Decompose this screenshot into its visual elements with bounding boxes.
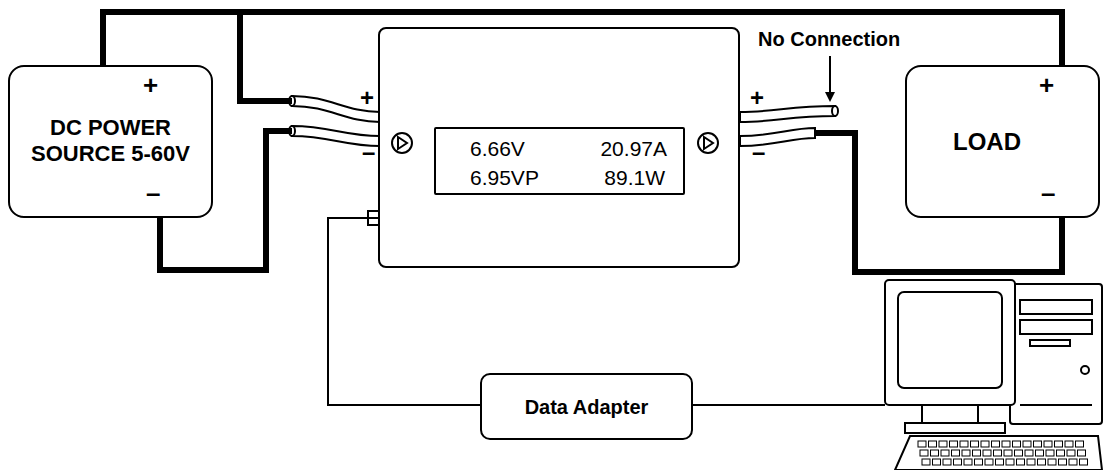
key	[985, 459, 993, 465]
key	[1013, 441, 1021, 447]
data-adapter-box: Data Adapter	[480, 373, 693, 440]
key	[1048, 459, 1056, 465]
key	[1067, 450, 1075, 456]
peak-voltage-reading: 6.95VP	[470, 166, 539, 189]
load-label: LOAD	[953, 129, 1021, 155]
key	[939, 441, 947, 447]
key	[994, 450, 1002, 456]
polarity-sign: +	[750, 85, 764, 111]
key	[960, 441, 968, 447]
key	[1076, 441, 1084, 447]
key	[1038, 459, 1046, 465]
power-source-box: + DC POWER SOURCE 5-60V –	[8, 65, 213, 218]
key	[954, 459, 962, 465]
source-label: DC POWER SOURCE 5-60V	[18, 115, 203, 168]
polarity-sign: –	[146, 179, 160, 208]
key	[1057, 450, 1065, 456]
key	[1004, 450, 1012, 456]
key	[1002, 441, 1010, 447]
polarity-sign: –	[362, 139, 375, 165]
polarity-sign: +	[1039, 71, 1054, 100]
voltage-reading: 6.66V	[470, 137, 525, 160]
button-icon	[696, 131, 720, 155]
key	[1034, 441, 1042, 447]
key	[1069, 459, 1077, 465]
polarity-sign: –	[752, 139, 765, 165]
polarity-sign: +	[360, 85, 374, 111]
key	[1046, 450, 1054, 456]
data-cable	[685, 404, 885, 406]
key	[971, 441, 979, 447]
key	[1080, 459, 1088, 465]
key	[1023, 441, 1031, 447]
leader-arrow	[829, 56, 831, 100]
key	[922, 459, 930, 465]
key	[952, 450, 960, 456]
key	[1078, 450, 1086, 456]
power-reading: 89.1W	[604, 166, 665, 189]
key	[962, 450, 970, 456]
key	[1017, 459, 1025, 465]
key	[931, 450, 939, 456]
key	[1025, 450, 1033, 456]
key	[1027, 459, 1035, 465]
key	[964, 459, 972, 465]
display-panel: 6.66V 20.97A 6.95VP 89.1W	[434, 127, 685, 195]
key	[983, 450, 991, 456]
key	[920, 450, 928, 456]
button-icon	[390, 131, 414, 155]
meter-box: +–+–6.66V20.97A6.95VP89.1W	[378, 27, 740, 268]
note-label: No Connection	[758, 28, 900, 50]
current-reading: 20.97A	[600, 137, 667, 160]
key	[929, 441, 937, 447]
key	[943, 459, 951, 465]
key	[1055, 441, 1063, 447]
load-box: + LOAD–	[905, 65, 1100, 218]
key	[1044, 441, 1052, 447]
keyboard-keys	[918, 441, 1088, 465]
key	[918, 441, 926, 447]
polarity-sign: +	[143, 71, 158, 100]
adapter-label: Data Adapter	[482, 396, 691, 418]
key	[1036, 450, 1044, 456]
key	[981, 441, 989, 447]
key	[1059, 459, 1067, 465]
key	[941, 450, 949, 456]
computer-illustration	[885, 280, 1102, 470]
polarity-sign: –	[1041, 179, 1055, 208]
key	[973, 450, 981, 456]
key	[996, 459, 1004, 465]
key	[933, 459, 941, 465]
key	[1006, 459, 1014, 465]
key	[950, 441, 958, 447]
key	[1015, 450, 1023, 456]
key	[975, 459, 983, 465]
key	[1065, 441, 1073, 447]
key	[992, 441, 1000, 447]
